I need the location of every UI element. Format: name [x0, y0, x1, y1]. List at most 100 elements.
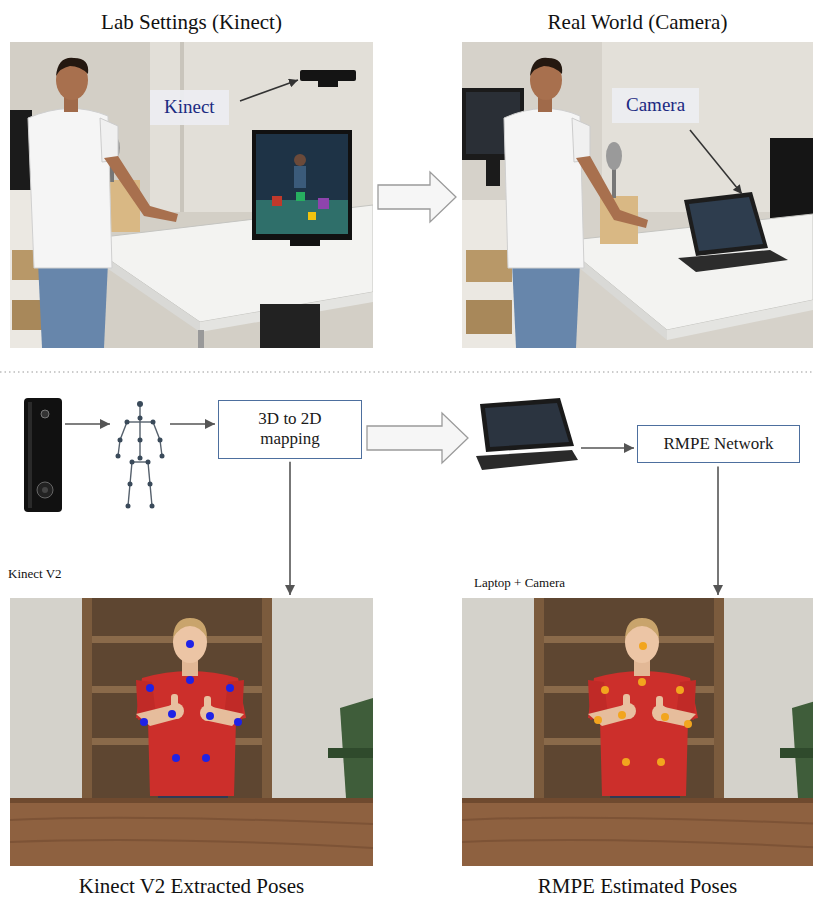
- connector-group: [581, 448, 634, 449]
- real-world-photo-art: [486, 160, 500, 186]
- pose-keypoint: [638, 678, 646, 686]
- real-world-photo-art: [512, 262, 580, 348]
- kinect-device-art: [28, 402, 32, 508]
- skeleton-icon: [138, 456, 143, 461]
- connector-group: [378, 172, 456, 222]
- connector-group: [718, 466, 719, 595]
- lab-photo-art: [252, 130, 352, 240]
- skeleton-icon: [148, 462, 150, 484]
- real-world-photo-art: [572, 252, 667, 340]
- pose-keypoint: [186, 640, 194, 648]
- lab-photo-art: [294, 154, 306, 166]
- panel-caption: Kinect V2 Extracted Poses: [79, 874, 304, 898]
- real-world-photo-art: [530, 58, 562, 76]
- pose-keypoint: [661, 713, 669, 721]
- laptop-art: [476, 398, 578, 470]
- pose-keypoint: [594, 642, 692, 766]
- real-world-photo: Real World (Camera)Camera: [462, 42, 813, 348]
- skeleton-icon: [151, 420, 156, 425]
- lab-photo-art: [256, 200, 348, 234]
- connector-group: [65, 419, 215, 429]
- skeleton-icon: [153, 422, 160, 440]
- skeleton-icon: [150, 484, 152, 506]
- laptop-art: [480, 398, 574, 452]
- panel-caption: RMPE Estimated Poses: [538, 874, 738, 898]
- pose-keypoint: [684, 720, 692, 728]
- lab-photo-art: [104, 156, 178, 222]
- pose-keypoint: [234, 718, 242, 726]
- process-box: 3D to 2D mapping: [218, 400, 362, 459]
- lab-photo-art: [260, 304, 320, 348]
- device-tag: Camera: [612, 88, 699, 123]
- skeleton-icon: [126, 504, 131, 509]
- lab-photo-art: [100, 118, 118, 162]
- kinect-device-art: [42, 487, 48, 493]
- flow-arrow: [581, 447, 634, 449]
- skeleton-icon: [120, 422, 127, 440]
- kinect-device-art: [24, 398, 62, 512]
- skeleton-icon: [130, 460, 135, 465]
- lab-photo-art: [56, 58, 88, 76]
- pose-photo: RMPE Estimated Poses: [462, 598, 813, 866]
- skeleton-icon: [150, 504, 155, 509]
- process-label: 3D to 2D mapping: [237, 409, 343, 450]
- device-label: Kinect: [164, 96, 215, 119]
- lab-photo-art: [308, 212, 316, 220]
- process-label: RMPE Network: [656, 434, 781, 454]
- real-world-photo-art: [684, 192, 768, 256]
- pose-keypoint: [226, 684, 234, 692]
- connector-group: [290, 462, 291, 595]
- lab-photo-art: [198, 330, 204, 348]
- lab-photo-art: [296, 192, 305, 201]
- real-world-photo-art: [466, 250, 512, 282]
- skeleton-icon: [148, 482, 153, 487]
- pose-keypoint: [601, 686, 609, 694]
- device-caption: Laptop + Camera: [474, 575, 565, 591]
- pose-keypoint: [676, 686, 684, 694]
- rmpe-pose-photo-art: [462, 598, 813, 866]
- skeleton-icon: [118, 438, 123, 443]
- laptop-art: [476, 450, 578, 470]
- lab-photo-art: [10, 42, 373, 348]
- lab-photo-art: [272, 196, 282, 206]
- pose-keypoint: [168, 710, 176, 718]
- panel-title: Lab Settings (Kinect): [101, 10, 282, 34]
- pose-photo: Kinect V2 Extracted Poses: [10, 598, 373, 866]
- pose-keypoint: [146, 684, 154, 692]
- real-world-photo-art: [576, 156, 648, 228]
- skeleton-icon: [130, 462, 132, 484]
- skeleton-icon: [160, 454, 165, 459]
- skeleton-icon: [116, 401, 165, 509]
- real-world-photo-art: [572, 118, 590, 162]
- lab-photo-art: [294, 166, 306, 188]
- pose-scene: [10, 598, 373, 866]
- pose-keypoint: [622, 758, 630, 766]
- pose-keypoint: [140, 640, 242, 762]
- skeleton-icon: [128, 482, 133, 487]
- lab-photo-art: [256, 134, 348, 234]
- pose-keypoint: [140, 718, 148, 726]
- pose-scene: [462, 598, 813, 866]
- kinect-device-art: [24, 398, 62, 512]
- real-world-photo-art: [678, 250, 788, 272]
- kinect-device-art: [41, 410, 49, 418]
- pose-keypoint: [639, 642, 647, 650]
- real-world-photo-art: [462, 42, 813, 348]
- real-world-photo-art: [667, 300, 813, 340]
- real-world-photo-art: [689, 197, 763, 251]
- pose-keypoint: [618, 711, 626, 719]
- device-tag: Kinect: [150, 90, 229, 125]
- transition-arrow: [378, 172, 456, 222]
- real-world-photo-art: [504, 108, 584, 268]
- device-caption: Kinect V2: [8, 566, 62, 582]
- lab-photo-art: [318, 198, 329, 209]
- skeleton-icon: [138, 416, 143, 421]
- laptop-art: [485, 403, 569, 447]
- skeleton-icon: [138, 438, 143, 443]
- leader-arrow: [240, 80, 298, 101]
- device-label: Camera: [626, 94, 685, 117]
- pose-keypoint: [202, 754, 210, 762]
- flow-arrow: [289, 462, 291, 595]
- flow-arrow: [717, 466, 719, 595]
- lab-photo-art: [318, 81, 338, 87]
